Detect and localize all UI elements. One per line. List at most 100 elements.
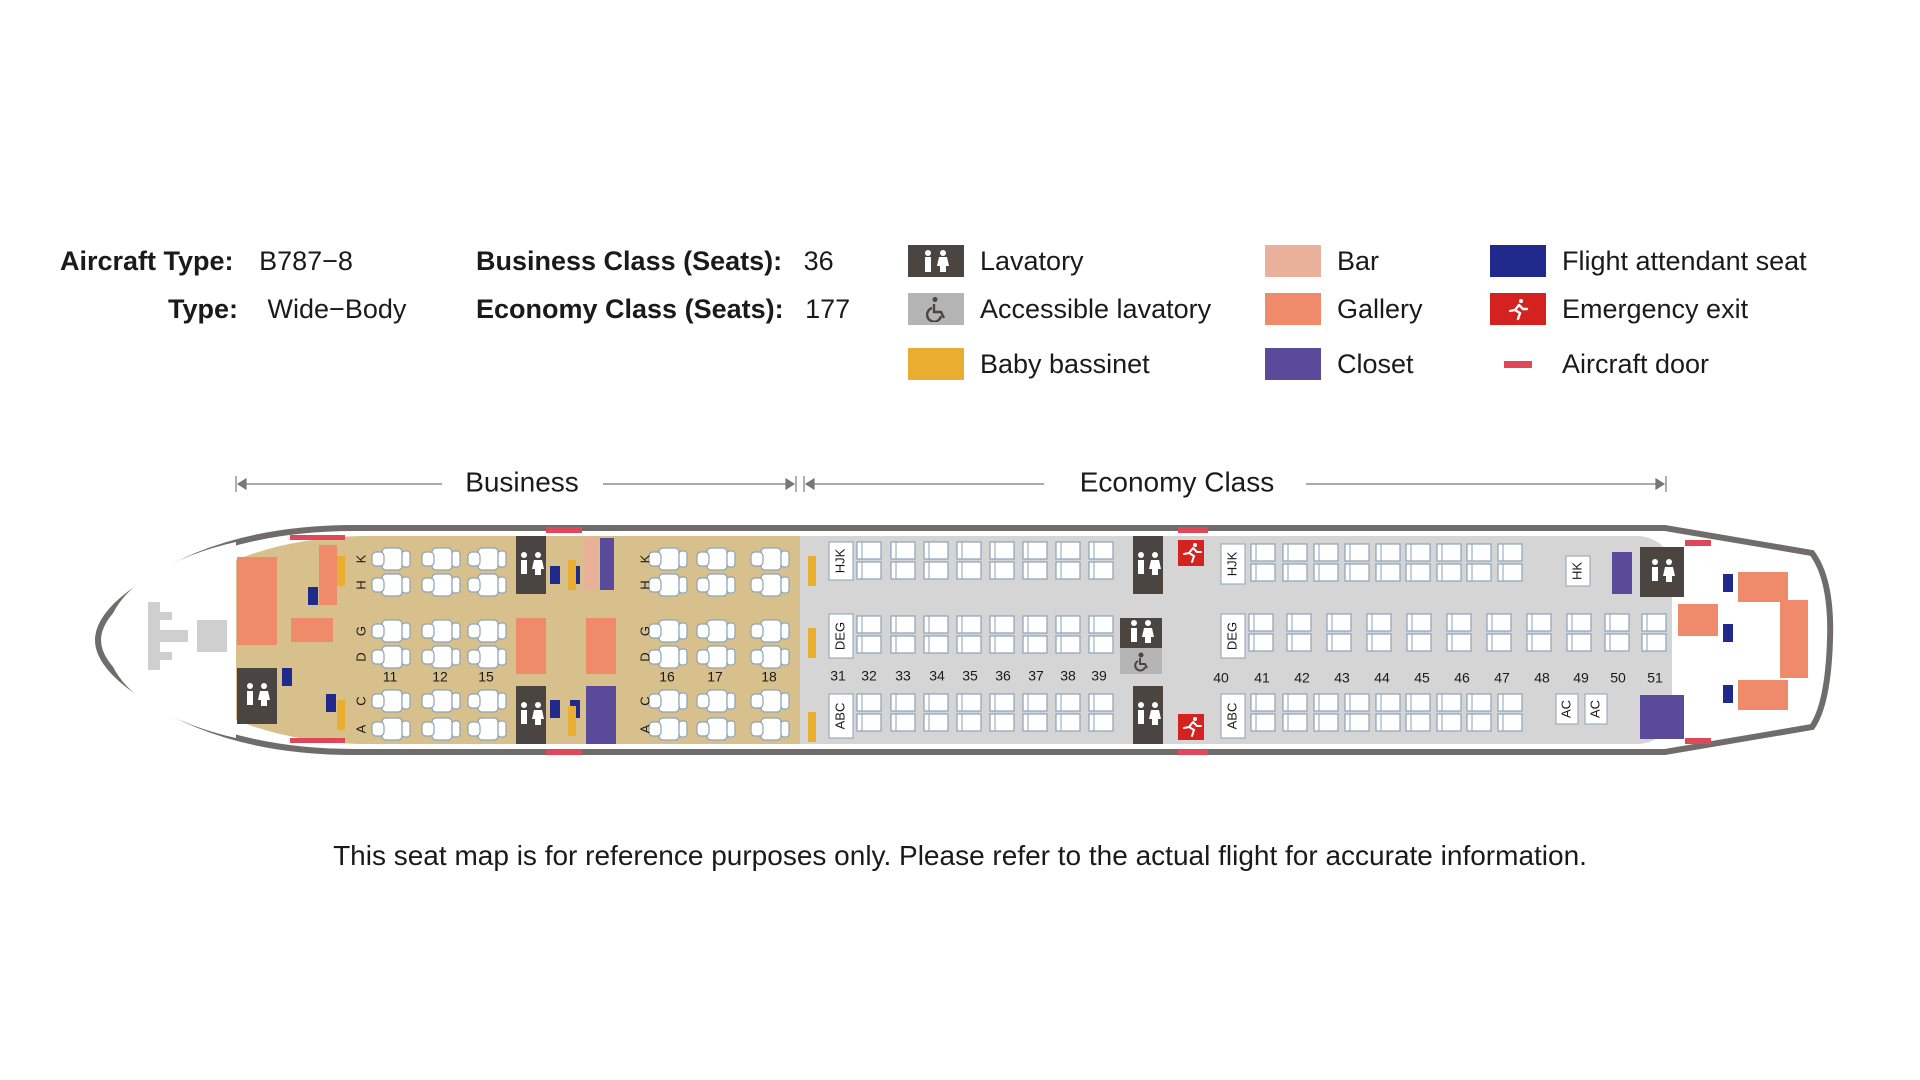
economy-seat	[890, 561, 916, 580]
lavatory-icon	[521, 710, 527, 724]
baby-bassinet	[808, 556, 816, 586]
business-seat-shell	[477, 717, 499, 741]
row-number: 50	[1610, 670, 1626, 686]
economy-seat	[1022, 561, 1048, 580]
business-seat	[648, 573, 688, 597]
business-seat-shell	[477, 689, 499, 713]
business-seat	[371, 619, 411, 643]
business-galley	[516, 618, 546, 674]
lavatory-icon	[261, 683, 267, 689]
baby-bassinet	[808, 628, 816, 658]
business-seat-back	[497, 576, 507, 594]
economy-seat	[1344, 693, 1370, 712]
business-seat-back	[780, 692, 790, 710]
business-seat-shell	[381, 547, 403, 571]
seat-letters-box	[1220, 693, 1246, 739]
business-seat-shell	[431, 717, 453, 741]
business-seat-footrest	[421, 649, 435, 665]
section-dimension-lines	[235, 476, 1667, 492]
wheelchair-icon	[908, 293, 964, 325]
business-seat-footrest	[467, 623, 481, 639]
seat-letters: HK	[1569, 562, 1584, 580]
business-seat-footrest	[467, 693, 481, 709]
business-seat-back	[726, 720, 736, 738]
wheelchair-icon	[1134, 658, 1148, 672]
emergency-exit-icon	[1183, 721, 1202, 737]
economy-seat	[1055, 561, 1081, 580]
front-galley	[237, 557, 277, 645]
business-seat	[421, 645, 461, 669]
seat-letters: AC	[1558, 700, 1573, 718]
legend-lavatory: Lavatory	[908, 245, 1084, 277]
business-seat	[371, 717, 411, 741]
legend-flight-attendant-seat: Flight attendant seat	[1490, 245, 1807, 277]
business-seat-footrest	[696, 649, 710, 665]
aircraft-door	[546, 749, 582, 755]
baby-bassinet	[808, 712, 816, 742]
business-seat-back	[401, 720, 411, 738]
row-number: 11	[383, 669, 398, 685]
seat-letters: HJK	[832, 548, 847, 573]
economy-seats-row: Economy Class (Seats): 177	[476, 293, 850, 325]
business-seat-shell	[706, 573, 728, 597]
economy-seat	[1313, 713, 1339, 732]
seat-letter: A	[353, 724, 368, 733]
aircraft-type-value: B787−8	[259, 246, 353, 276]
business-seats-label: Business Class (Seats):	[476, 246, 783, 276]
seat-letter: K	[637, 554, 652, 563]
seat-letter: H	[637, 580, 652, 589]
economy-seat	[1641, 613, 1667, 632]
rear-closet-bottom	[1640, 695, 1684, 739]
business-seat	[421, 717, 461, 741]
economy-seat	[1055, 713, 1081, 732]
cockpit-icon	[148, 602, 227, 670]
business-seat-back	[780, 720, 790, 738]
economy-seat	[1405, 693, 1431, 712]
business-seat-back	[678, 576, 688, 594]
body-type-label: Type:	[168, 294, 239, 324]
economy-seat	[1022, 635, 1048, 654]
economy-seat	[1282, 713, 1308, 732]
business-seats-row: Business Class (Seats): 36	[476, 245, 834, 277]
economy-seat	[1250, 693, 1276, 712]
aircraft-door	[1685, 540, 1711, 546]
business-seat	[648, 689, 688, 713]
business-seat	[750, 547, 790, 571]
legend-closet-label: Closet	[1337, 348, 1414, 379]
economy-seat	[1022, 693, 1048, 712]
business-seat	[467, 619, 507, 643]
seat-letters: ABC	[832, 703, 847, 730]
economy-seat	[890, 615, 916, 634]
row-number: 36	[995, 668, 1011, 684]
lavatory-icon	[1138, 702, 1144, 708]
economy-seat	[1055, 615, 1081, 634]
business-seat-footrest	[750, 623, 764, 639]
business-closet	[586, 686, 616, 744]
lavatory-icon	[1666, 559, 1672, 565]
business-seat	[696, 717, 736, 741]
business-seat	[648, 547, 688, 571]
rear-galley-bottom	[1738, 680, 1788, 710]
economy-seat	[1405, 563, 1431, 582]
business-seat-footrest	[371, 577, 385, 593]
business-seat	[696, 645, 736, 669]
business-seat-footrest	[421, 577, 435, 593]
business-seat-footrest	[371, 693, 385, 709]
business-seat-shell	[381, 717, 403, 741]
economy-seat	[923, 693, 949, 712]
economy-seat	[1344, 713, 1370, 732]
lavatory-icon	[1152, 702, 1158, 708]
emergency-exit-icon	[1490, 293, 1546, 325]
economy-seat	[1055, 541, 1081, 560]
economy-seat	[1088, 541, 1114, 560]
business-seat	[696, 573, 736, 597]
row-number: 46	[1454, 670, 1470, 686]
business-seat-footrest	[421, 693, 435, 709]
rear-galley-small	[1678, 604, 1718, 636]
economy-seat	[1436, 693, 1462, 712]
business-seat	[696, 619, 736, 643]
business-seat-back	[451, 550, 461, 568]
legend-accessible-lavatory: Accessible lavatory	[908, 293, 1211, 325]
business-seat	[467, 689, 507, 713]
